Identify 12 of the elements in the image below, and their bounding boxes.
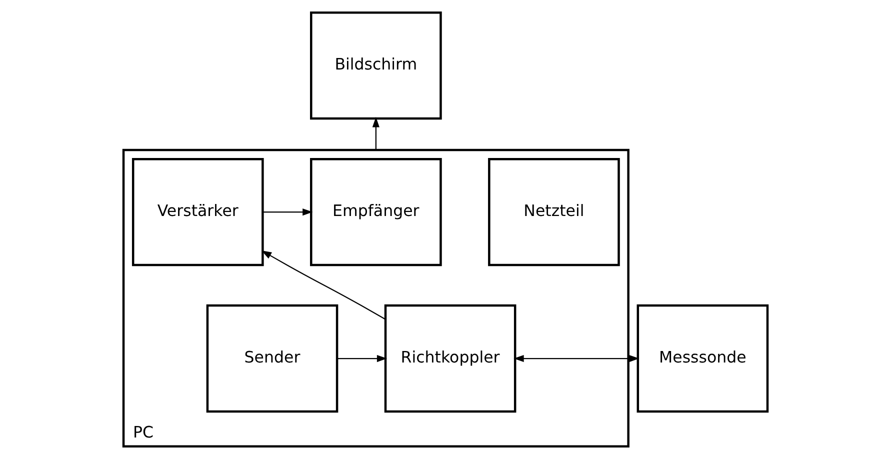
node-box: Netzteil (488, 158, 620, 266)
arrow (261, 250, 386, 320)
node-box: Sender (206, 304, 338, 413)
node-box: Verstärker (132, 158, 264, 266)
arrow (372, 117, 380, 150)
node-box: Empfänger (310, 158, 442, 266)
arrow (337, 354, 388, 362)
arrow (514, 354, 640, 362)
node-box: Richtkoppler (384, 304, 516, 413)
node-box: Bildschirm (310, 11, 442, 120)
arrow (262, 208, 313, 216)
node-box: Messsonde (636, 304, 769, 413)
